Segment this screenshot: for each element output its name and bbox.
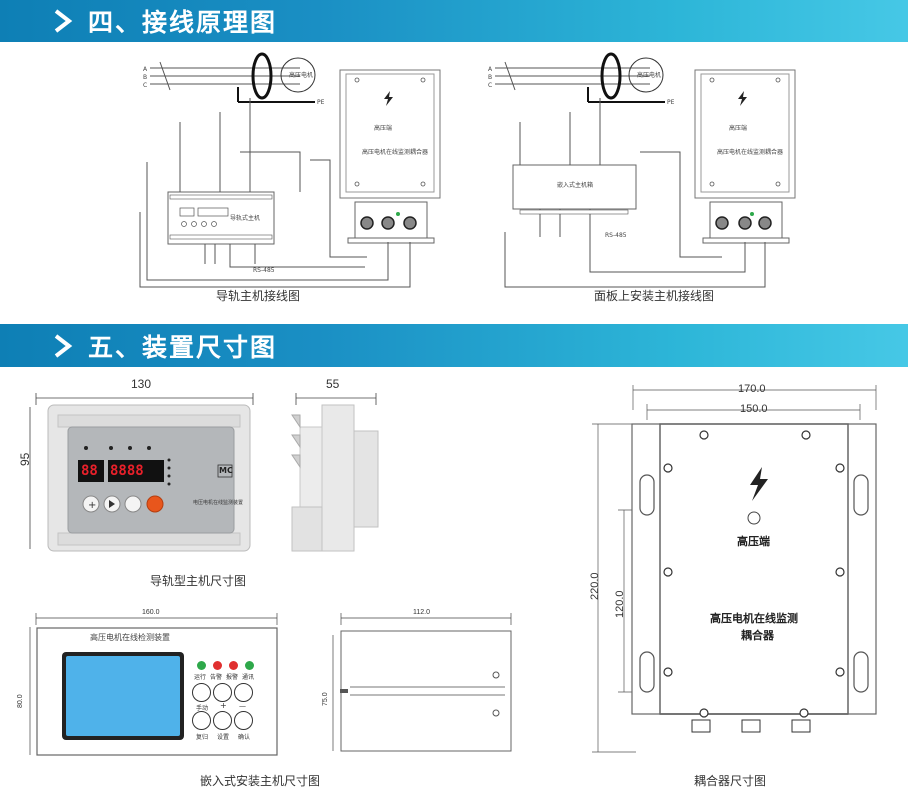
coupler-hv-label: 高压端 [374,124,392,132]
svg-text:B: B [488,74,492,81]
coupler-height-inner-dim: 120.0 [614,590,626,618]
led-label: 告警 [210,674,223,681]
embedded-panel-height-dim: 75.0 [322,692,329,706]
minus-button[interactable] [234,683,253,702]
coupler-hv-label-2: 高压端 [729,124,747,132]
svg-text:C: C [488,82,492,89]
wiring-left-caption: 导轨主机接线图 [216,289,301,303]
coupler-height-outer-dim: 220.0 [589,572,601,600]
led-alarm [213,661,222,670]
coupler-drawing [592,385,877,753]
panel-host-label: 嵌入式主机箱 [557,181,593,189]
coupler-name-line1: 高压电机在线监测 [710,612,798,625]
settings-button[interactable] [213,711,232,730]
led-label: 报警 [226,674,239,681]
phase-a: A [143,66,148,73]
settings-button-label: 设置 [217,734,230,741]
phase-b: B [143,74,147,81]
chevron-right-icon [54,9,73,33]
confirm-button-label: 确认 [238,734,251,741]
rail-panel-text: 电压电机在线监测装置 [193,500,244,506]
rail-width-dim: 130 [131,377,152,391]
rail-caption: 导轨型主机尺寸图 [150,574,247,588]
svg-text:+: + [88,500,96,511]
rail-display-left: 88 [81,463,98,479]
manual-button-label: 手动 [196,705,209,712]
embedded-caption: 嵌入式安装主机尺寸图 [200,774,321,788]
svg-text:A: A [488,66,493,73]
rail-height-dim: 95 [18,452,32,466]
coupler-width-outer-dim: 170.0 [738,383,766,395]
section-banner-dimensions: 五、装置尺寸图 [0,324,908,367]
rail-host-drawing: + [29,393,379,552]
coupler-width-inner-dim: 150.0 [740,403,768,415]
chevron-right-icon [54,333,73,358]
embedded-depth-dim: 112.0 [413,609,430,616]
rail-host-label: 导轨式主机 [230,214,260,222]
embedded-title: 高压电机在线检测装置 [90,633,170,642]
section-title: 五、装置尺寸图 [88,332,278,362]
embedded-height-dim: 80.0 [17,694,24,708]
reset-button-label: 复归 [196,734,209,741]
motor-label: 高压电机 [289,71,313,79]
coupler-name-line2: 耦合器 [741,629,774,642]
rail-depth-dim: 55 [326,377,340,391]
minus-button-label: — [239,702,246,710]
embedded-width-dim: 160.0 [142,609,160,616]
rail-display-right: 8888 [110,463,144,479]
led-comm [245,661,254,670]
rail-logo: MC [219,466,233,475]
embedded-host-drawing [29,613,512,756]
phase-c: C [143,82,147,89]
coupler-name-label: 高压电机在线监测耦合器 [362,148,428,156]
rs485-label-2: RS-485 [605,232,627,239]
wiring-diagrams: A B C 高压电机 PE 高压端 高压电机在线监测耦合器 导轨式主机 RS-4… [139,52,796,288]
coupler-caption: 耦合器尺寸图 [694,774,767,788]
section-banner-wiring: 四、接线原理图 [0,0,908,42]
pe-label: PE [317,99,325,106]
plus-button-label: + [220,701,227,710]
confirm-button[interactable] [234,711,253,730]
coupler-hv-label: 高压端 [737,535,770,548]
reset-button[interactable] [192,711,211,730]
lightning-icon [750,467,768,501]
motor-label-2: 高压电机 [637,71,661,79]
section-title: 四、接线原理图 [88,8,278,37]
wiring-right-caption: 面板上安装主机接线图 [594,289,715,303]
led-label: 运行 [194,674,207,681]
manual-button[interactable] [192,683,211,702]
plus-button[interactable] [213,683,232,702]
svg-text:PE: PE [667,99,675,106]
led-trip [229,661,238,670]
rs485-label: RS-485 [253,267,275,274]
coupler-name-label-2: 高压电机在线监测耦合器 [717,148,783,156]
led-label: 通讯 [242,674,255,681]
led-run [197,661,206,670]
